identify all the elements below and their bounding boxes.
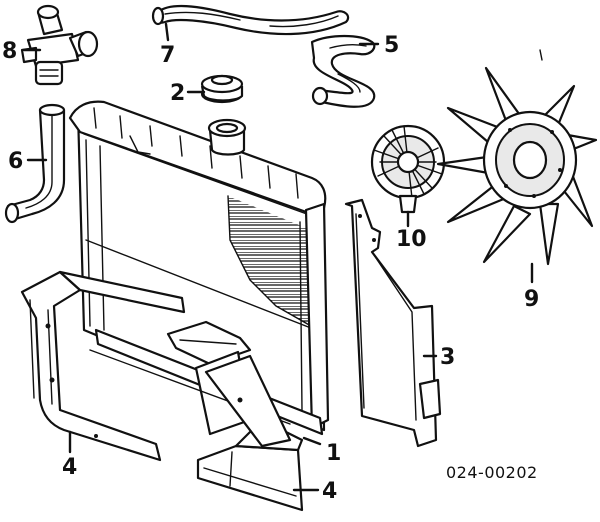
side-shroud-bracket: [344, 198, 442, 448]
callout-6: 6: [8, 149, 23, 174]
fan-clutch: [370, 124, 446, 214]
callout-2: 2: [170, 81, 185, 106]
upper-hose: [151, 4, 350, 36]
callout-10: 10: [396, 227, 427, 252]
callout-9: 9: [524, 287, 539, 312]
callout-4-bottom: 4: [322, 479, 337, 504]
side-hose: [4, 103, 66, 224]
callout-4-left: 4: [62, 455, 77, 480]
lower-shroud-bottom: [196, 354, 304, 512]
callout-1: 1: [326, 441, 341, 466]
radiator-cap: [200, 74, 244, 104]
callout-8: 8: [2, 39, 17, 64]
lower-hose: [310, 34, 376, 108]
cooling-fan: [436, 49, 598, 266]
callout-3: 3: [440, 345, 455, 370]
leader-lines: [22, 22, 534, 492]
callout-7: 7: [160, 43, 175, 68]
callout-5: 5: [384, 33, 399, 58]
reference-code: 024-00202: [446, 463, 538, 482]
thermostat-housing: [20, 4, 99, 86]
